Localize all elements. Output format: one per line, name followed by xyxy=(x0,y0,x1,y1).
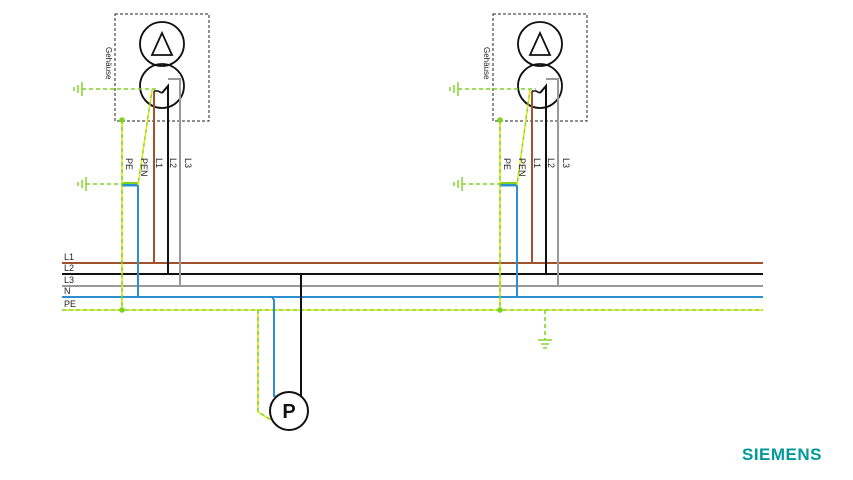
pe-junction-dot xyxy=(119,307,125,313)
busbar-label-l2: L2 xyxy=(64,263,74,273)
pe-junction-dot xyxy=(497,307,503,313)
busbar-label-l1: L1 xyxy=(64,252,74,262)
transformer-1: Gehäuse PE PEN L1 L2 L3 xyxy=(73,13,210,313)
earth-icon xyxy=(538,339,552,349)
earth-icon xyxy=(449,82,459,96)
conductor-label-l1: L1 xyxy=(532,158,542,168)
delta-icon xyxy=(150,30,174,56)
load-n-feed xyxy=(271,296,281,399)
pe-junction-dot xyxy=(497,117,503,123)
star-l2 xyxy=(161,83,169,274)
star-l2 xyxy=(539,83,547,274)
earth-icon xyxy=(453,177,463,191)
earth-icon xyxy=(77,177,87,191)
transformer-2: Gehäuse PE PEN L1 L2 L3 xyxy=(449,13,588,349)
conductor-label-pe: PE xyxy=(124,158,134,170)
load-label: P xyxy=(282,401,295,423)
pe-junction-dot xyxy=(119,117,125,123)
busbars: L1 L2 L3 N PE xyxy=(62,252,763,311)
primary-winding-delta xyxy=(139,21,185,67)
busbar-label-pe: PE xyxy=(64,299,76,309)
conductor-label-pen: PEN xyxy=(517,158,527,177)
earth-icon xyxy=(73,82,83,96)
conductor-label-l2: L2 xyxy=(546,158,556,168)
busbar-label-l3: L3 xyxy=(64,275,74,285)
conductor-label-pen: PEN xyxy=(139,158,149,177)
load-p: P xyxy=(257,274,309,431)
transformer-housing xyxy=(114,13,210,122)
conductor-label-l1: L1 xyxy=(154,158,164,168)
conductor-label-pe: PE xyxy=(502,158,512,170)
pen-to-star-green xyxy=(137,89,153,186)
pen-to-star-green xyxy=(516,89,531,186)
secondary-winding-star xyxy=(517,63,563,109)
busbar-label-n: N xyxy=(64,286,71,296)
transformer-housing xyxy=(492,13,588,122)
pen-to-star xyxy=(516,89,531,186)
star-point xyxy=(154,90,163,94)
conductor-label-l3: L3 xyxy=(183,158,193,168)
conductor-label-l2: L2 xyxy=(168,158,178,168)
load-symbol xyxy=(269,391,309,431)
siemens-logo: SIEMENS xyxy=(742,445,823,464)
housing-label: Gehäuse xyxy=(104,47,113,80)
pen-to-star xyxy=(137,89,153,186)
primary-winding-delta xyxy=(517,21,563,67)
star-l3 xyxy=(546,78,559,286)
housing-label: Gehäuse xyxy=(482,47,491,80)
conductor-label-l3: L3 xyxy=(561,158,571,168)
secondary-winding-star xyxy=(139,63,185,109)
star-l3 xyxy=(168,78,181,286)
delta-icon xyxy=(528,30,552,56)
star-point xyxy=(532,90,541,94)
